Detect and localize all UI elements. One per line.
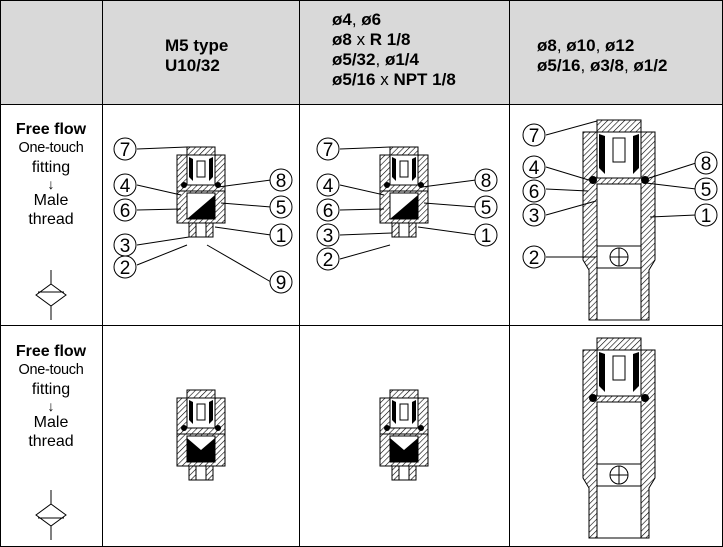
- grid-line: [0, 0, 1, 547]
- svg-text:4: 4: [120, 176, 131, 197]
- m5-callouts: [136, 146, 272, 283]
- svg-text:3: 3: [120, 236, 131, 257]
- svg-text:8: 8: [481, 171, 492, 192]
- svg-text:1: 1: [481, 226, 492, 247]
- svg-text:4: 4: [323, 176, 334, 197]
- svg-text:6: 6: [120, 201, 131, 222]
- large-callout-numbers: 7 4 6 3 2 8 5 1: [522, 123, 718, 269]
- svg-text:5: 5: [701, 180, 712, 201]
- grid-line: [102, 0, 103, 547]
- svg-text:7: 7: [323, 140, 334, 161]
- header-large-line: ø8, ø10, ø12: [537, 36, 635, 55]
- svg-text:9: 9: [276, 273, 287, 294]
- svg-text:1: 1: [701, 206, 712, 227]
- header-mid-text: ø4, ø6 ø8 x R 1/8 ø5/32, ø1/4 ø5/16 x NP…: [332, 10, 456, 90]
- mid-fitting-diagram-reverse: [379, 389, 429, 481]
- header-corner-cell: [0, 0, 102, 104]
- header-m5-text: M5 type U10/32: [165, 36, 229, 75]
- m5-fitting-diagram: 7 4 6 3 2 8 5 1 9: [113, 137, 293, 294]
- svg-text:2: 2: [529, 248, 540, 269]
- row-label-1: Free flow One-touch fitting ↓ Male threa…: [15, 121, 87, 228]
- svg-text:6: 6: [529, 182, 540, 203]
- row-label-2: Free flow One-touch fitting ↓ Male threa…: [15, 343, 87, 450]
- large-fitting-diagram: 7 4 6 3 2 8 5 1: [522, 119, 718, 321]
- check-valve-up-icon: [35, 490, 67, 540]
- mid-callouts: [339, 146, 477, 260]
- m5-callout-numbers: 7 4 6 3 2 8 5 1 9: [113, 137, 293, 294]
- svg-text:3: 3: [529, 206, 540, 227]
- m5-fitting-diagram-reverse: [176, 389, 226, 481]
- svg-text:2: 2: [120, 258, 131, 279]
- header-large-line: ø5/16, ø3/8, ø1/2: [537, 56, 668, 75]
- svg-text:1: 1: [276, 226, 287, 247]
- header-large-text: ø8, ø10, ø12 ø5/16, ø3/8, ø1/2: [537, 36, 667, 76]
- svg-text:8: 8: [701, 154, 712, 175]
- grid-line: [0, 0, 723, 1]
- header-mid-cell: [299, 0, 509, 104]
- header-mid-line: ø5/32, ø1/4: [332, 50, 419, 69]
- mid-fitting-diagram: 7 4 6 3 2 8 5 1: [316, 137, 498, 271]
- large-fitting-diagram-reverse: [582, 337, 656, 539]
- grid-line: [509, 0, 510, 547]
- svg-text:8: 8: [276, 171, 287, 192]
- header-mid-line: ø5/16 x NPT 1/8: [332, 70, 456, 89]
- header-mid-line: ø4, ø6: [332, 10, 382, 29]
- svg-text:7: 7: [529, 126, 540, 147]
- grid-line: [0, 104, 723, 105]
- header-large-cell: [509, 0, 723, 104]
- svg-text:3: 3: [323, 226, 334, 247]
- svg-text:4: 4: [529, 158, 540, 179]
- grid-line: [0, 325, 723, 326]
- svg-text:2: 2: [323, 250, 334, 271]
- large-callouts: [545, 120, 697, 258]
- mid-callout-numbers: 7 4 6 3 2 8 5 1: [316, 137, 498, 271]
- header-m5-cell: [102, 0, 299, 104]
- svg-text:6: 6: [323, 201, 334, 222]
- svg-text:5: 5: [276, 198, 287, 219]
- svg-text:7: 7: [120, 140, 131, 161]
- grid-line: [299, 0, 300, 547]
- header-mid-line: ø8 x R 1/8: [332, 30, 411, 49]
- check-valve-down-icon: [35, 270, 67, 320]
- svg-text:5: 5: [481, 198, 492, 219]
